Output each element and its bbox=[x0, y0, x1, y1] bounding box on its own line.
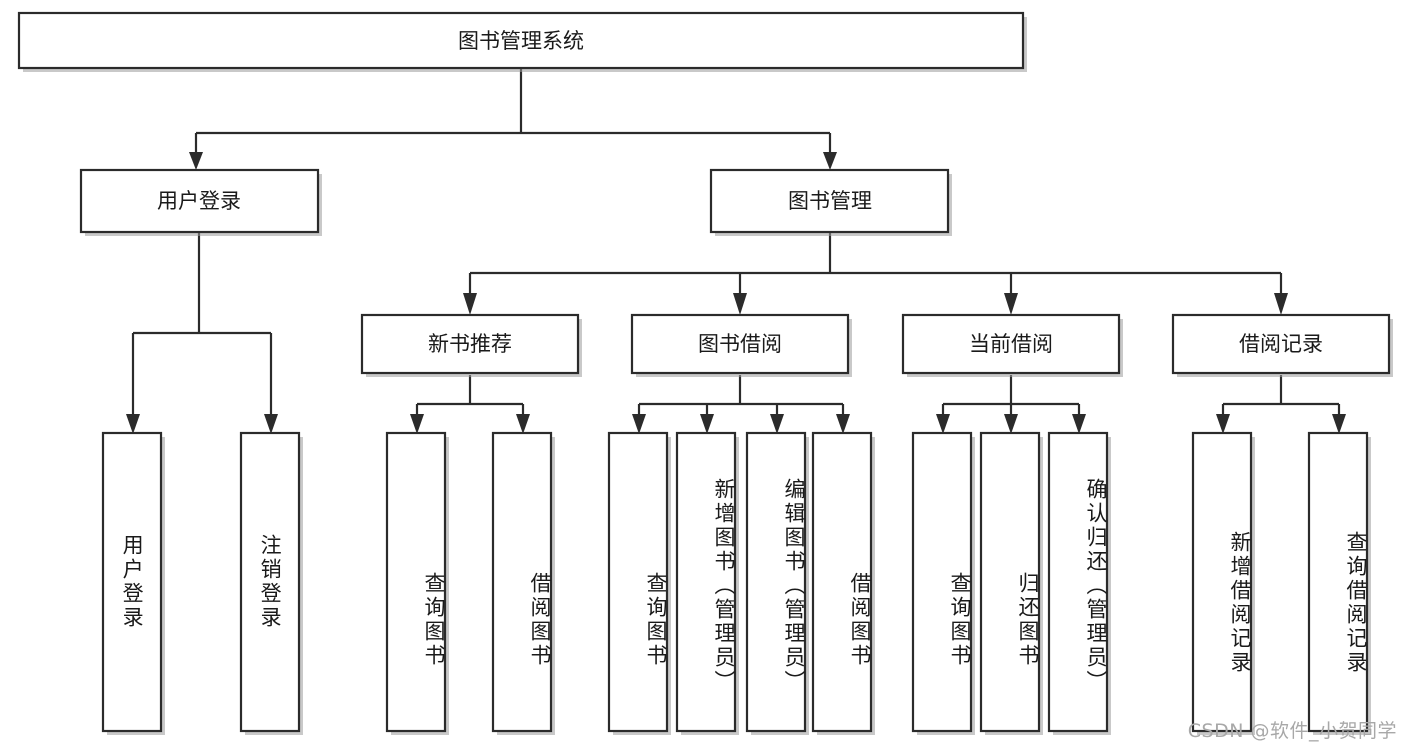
node-current-borrow-box[interactable] bbox=[901, 313, 1121, 375]
arrow-login-leaf1 bbox=[126, 414, 140, 434]
arrow-root-to-book bbox=[823, 152, 837, 170]
node-root-label: 图书管理系统 bbox=[458, 29, 584, 53]
leaf-box-user-login[interactable] bbox=[101, 431, 163, 733]
arrow-rec-l2 bbox=[516, 414, 530, 434]
node-book-manage-label: 图书管理 bbox=[788, 189, 872, 213]
arrow-record-l1 bbox=[1216, 414, 1230, 434]
arrow-current-l2 bbox=[1004, 414, 1018, 434]
leaf-box-bb-edit-book[interactable] bbox=[745, 431, 807, 733]
arrow-current-l3 bbox=[1072, 414, 1086, 434]
arrow-borrow-l1 bbox=[632, 414, 646, 434]
arrow-book-c1 bbox=[463, 293, 477, 315]
arrow-rec-l1 bbox=[410, 414, 424, 434]
node-user-login-label: 用户登录 bbox=[157, 189, 241, 213]
arrow-book-c3 bbox=[1004, 293, 1018, 315]
leaf-box-rec-borrow-book[interactable] bbox=[491, 431, 553, 733]
node-user-login-box[interactable] bbox=[79, 168, 320, 234]
leaf-box-logout[interactable] bbox=[239, 431, 301, 733]
leaf-box-cb-query-book[interactable] bbox=[911, 431, 973, 733]
leaf-box-br-query-record[interactable] bbox=[1307, 431, 1369, 733]
arrow-borrow-l4 bbox=[836, 414, 850, 434]
node-layer: 图书管理系统 用户登录 图书管理 新书推荐 图书借阅 当前借阅 借阅记录 bbox=[17, 11, 1393, 735]
arrow-borrow-l3 bbox=[770, 414, 784, 434]
node-borrow-record-label: 借阅记录 bbox=[1239, 332, 1323, 356]
arrow-book-c2 bbox=[733, 293, 747, 315]
leaf-box-bb-query-book[interactable] bbox=[607, 431, 669, 733]
arrow-current-l1 bbox=[936, 414, 950, 434]
node-book-borrow-label: 图书借阅 bbox=[698, 332, 782, 356]
arrow-root-to-login bbox=[189, 152, 203, 170]
node-new-book-recommend-box[interactable] bbox=[360, 313, 580, 375]
connector-layer bbox=[126, 68, 1346, 434]
node-book-manage-box[interactable] bbox=[709, 168, 950, 234]
leaf-box-bb-add-book[interactable] bbox=[675, 431, 737, 733]
node-current-borrow-label: 当前借阅 bbox=[969, 332, 1053, 356]
csdn-watermark: CSDN @软件_小贺同学 bbox=[1187, 720, 1397, 742]
arrow-book-c4 bbox=[1274, 293, 1288, 315]
leaf-box-cb-confirm-return[interactable] bbox=[1047, 431, 1109, 733]
node-borrow-record-box[interactable] bbox=[1171, 313, 1391, 375]
leaf-box-br-add-record[interactable] bbox=[1191, 431, 1253, 733]
leaf-box-bb-borrow-book[interactable] bbox=[811, 431, 873, 733]
node-new-book-recommend-label: 新书推荐 bbox=[428, 332, 512, 356]
node-root-box[interactable] bbox=[17, 11, 1025, 70]
arrow-login-leaf2 bbox=[264, 414, 278, 434]
node-book-borrow-box[interactable] bbox=[630, 313, 850, 375]
arrow-borrow-l2 bbox=[700, 414, 714, 434]
leaf-box-cb-return-book[interactable] bbox=[979, 431, 1041, 733]
leaf-box-rec-query-book[interactable] bbox=[385, 431, 447, 733]
arrow-record-l2 bbox=[1332, 414, 1346, 434]
